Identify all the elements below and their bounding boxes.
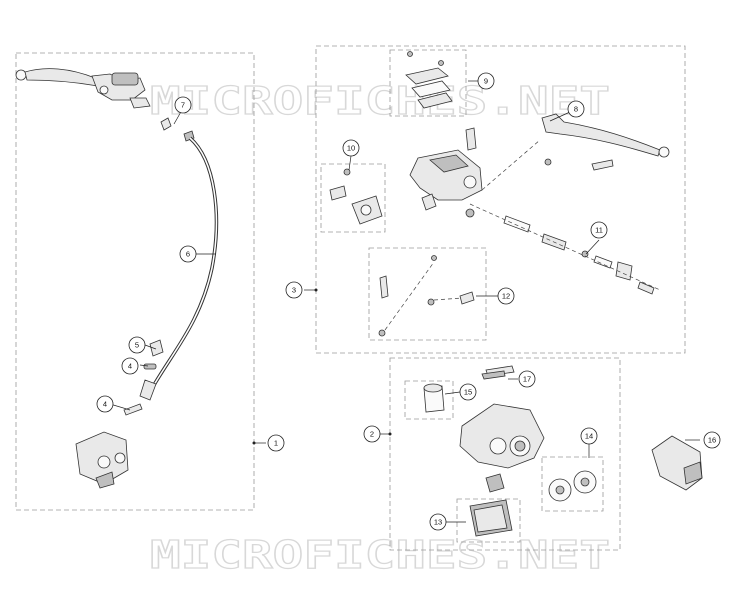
callout-13: 13 — [429, 513, 447, 531]
bleeder-screw-5 — [149, 339, 164, 357]
assembly-box-3 — [315, 45, 686, 354]
callout-10: 10 — [342, 139, 360, 157]
svg-text:14: 14 — [585, 432, 593, 441]
brake-hose-6 — [148, 136, 219, 393]
subgroup-box-13 — [456, 498, 521, 543]
subgroup-box-10 — [320, 163, 386, 233]
tool-16 — [651, 435, 703, 491]
callout-5: 5 — [128, 336, 146, 354]
watermark-top: MICROFICHES.NET — [150, 79, 610, 123]
svg-text:5: 5 — [135, 341, 139, 350]
subgroup-box-12 — [368, 247, 487, 341]
washer-4a — [143, 363, 157, 370]
callout-6: 6 — [179, 245, 197, 263]
svg-text:17: 17 — [523, 375, 531, 384]
clamp-parts-10 — [329, 168, 383, 225]
svg-text:6: 6 — [186, 250, 190, 259]
rear-caliper-small — [75, 431, 129, 489]
caliper-body-2 — [459, 403, 545, 493]
svg-text:13: 13 — [434, 518, 442, 527]
callout-7: 7 — [174, 96, 192, 114]
assembly-box-2 — [389, 357, 621, 551]
master-cylinder-assembly — [15, 68, 151, 109]
callout-16: 16 — [703, 431, 721, 449]
piston-kit-14 — [548, 470, 597, 502]
svg-text:9: 9 — [484, 77, 488, 86]
svg-text:7: 7 — [181, 101, 185, 110]
lever-8 — [541, 113, 670, 171]
callout-14: 14 — [580, 427, 598, 445]
master-cylinder-body — [409, 127, 483, 218]
callout-15: 15 — [459, 383, 477, 401]
svg-text:8: 8 — [574, 105, 578, 114]
bushing-15 — [423, 383, 445, 413]
piston-kit-11 — [503, 215, 655, 295]
assembly-box-1 — [15, 52, 255, 511]
watermark-bottom: MICROFICHES.NET — [150, 533, 610, 577]
svg-text:2: 2 — [370, 430, 374, 439]
svg-text:3: 3 — [292, 286, 296, 295]
svg-text:11: 11 — [595, 226, 603, 235]
callout-4a: 4 — [121, 357, 139, 375]
bleeder-kit-12 — [378, 255, 475, 337]
callout-4b: 4 — [96, 395, 114, 413]
callout-2: 2 — [363, 425, 381, 443]
callout-12: 12 — [497, 287, 515, 305]
callout-17: 17 — [518, 370, 536, 388]
svg-text:10: 10 — [347, 144, 355, 153]
svg-text:16: 16 — [708, 436, 716, 445]
svg-text:15: 15 — [464, 388, 472, 397]
subgroup-box-9 — [389, 49, 467, 117]
bolt-4b — [123, 403, 143, 416]
callout-8: 8 — [567, 100, 585, 118]
svg-text:4: 4 — [103, 400, 107, 409]
hose-banjo-fitting — [139, 379, 157, 401]
callout-11: 11 — [590, 221, 608, 239]
subgroup-box-14 — [541, 456, 604, 512]
svg-text:4: 4 — [128, 362, 132, 371]
subgroup-box-15 — [404, 380, 454, 420]
callout-1: 1 — [267, 434, 285, 452]
callout-9: 9 — [477, 72, 495, 90]
pin-17 — [481, 365, 515, 380]
callout-3: 3 — [285, 281, 303, 299]
svg-text:12: 12 — [502, 292, 510, 301]
reservoir-cap-parts-9 — [405, 51, 453, 109]
brake-pads-13 — [469, 499, 513, 537]
svg-text:1: 1 — [274, 439, 278, 448]
